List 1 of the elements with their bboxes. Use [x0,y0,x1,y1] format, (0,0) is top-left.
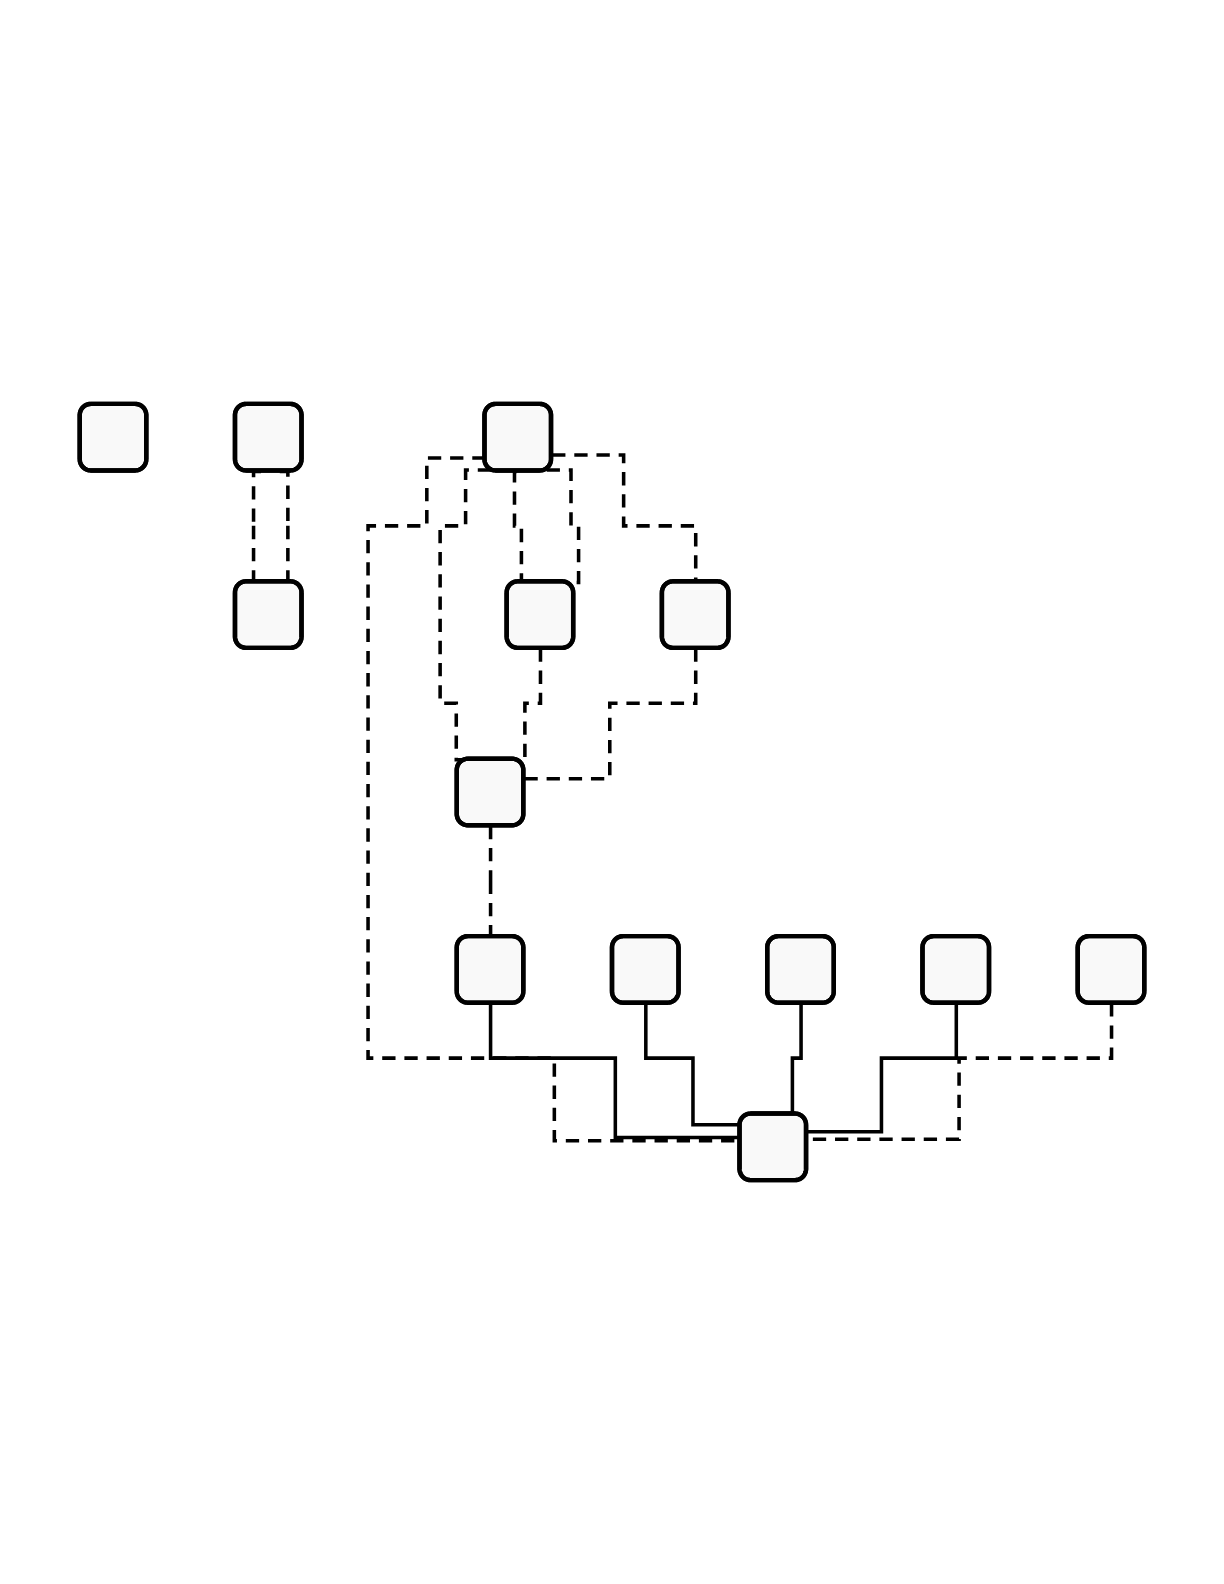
connector [546,468,581,585]
